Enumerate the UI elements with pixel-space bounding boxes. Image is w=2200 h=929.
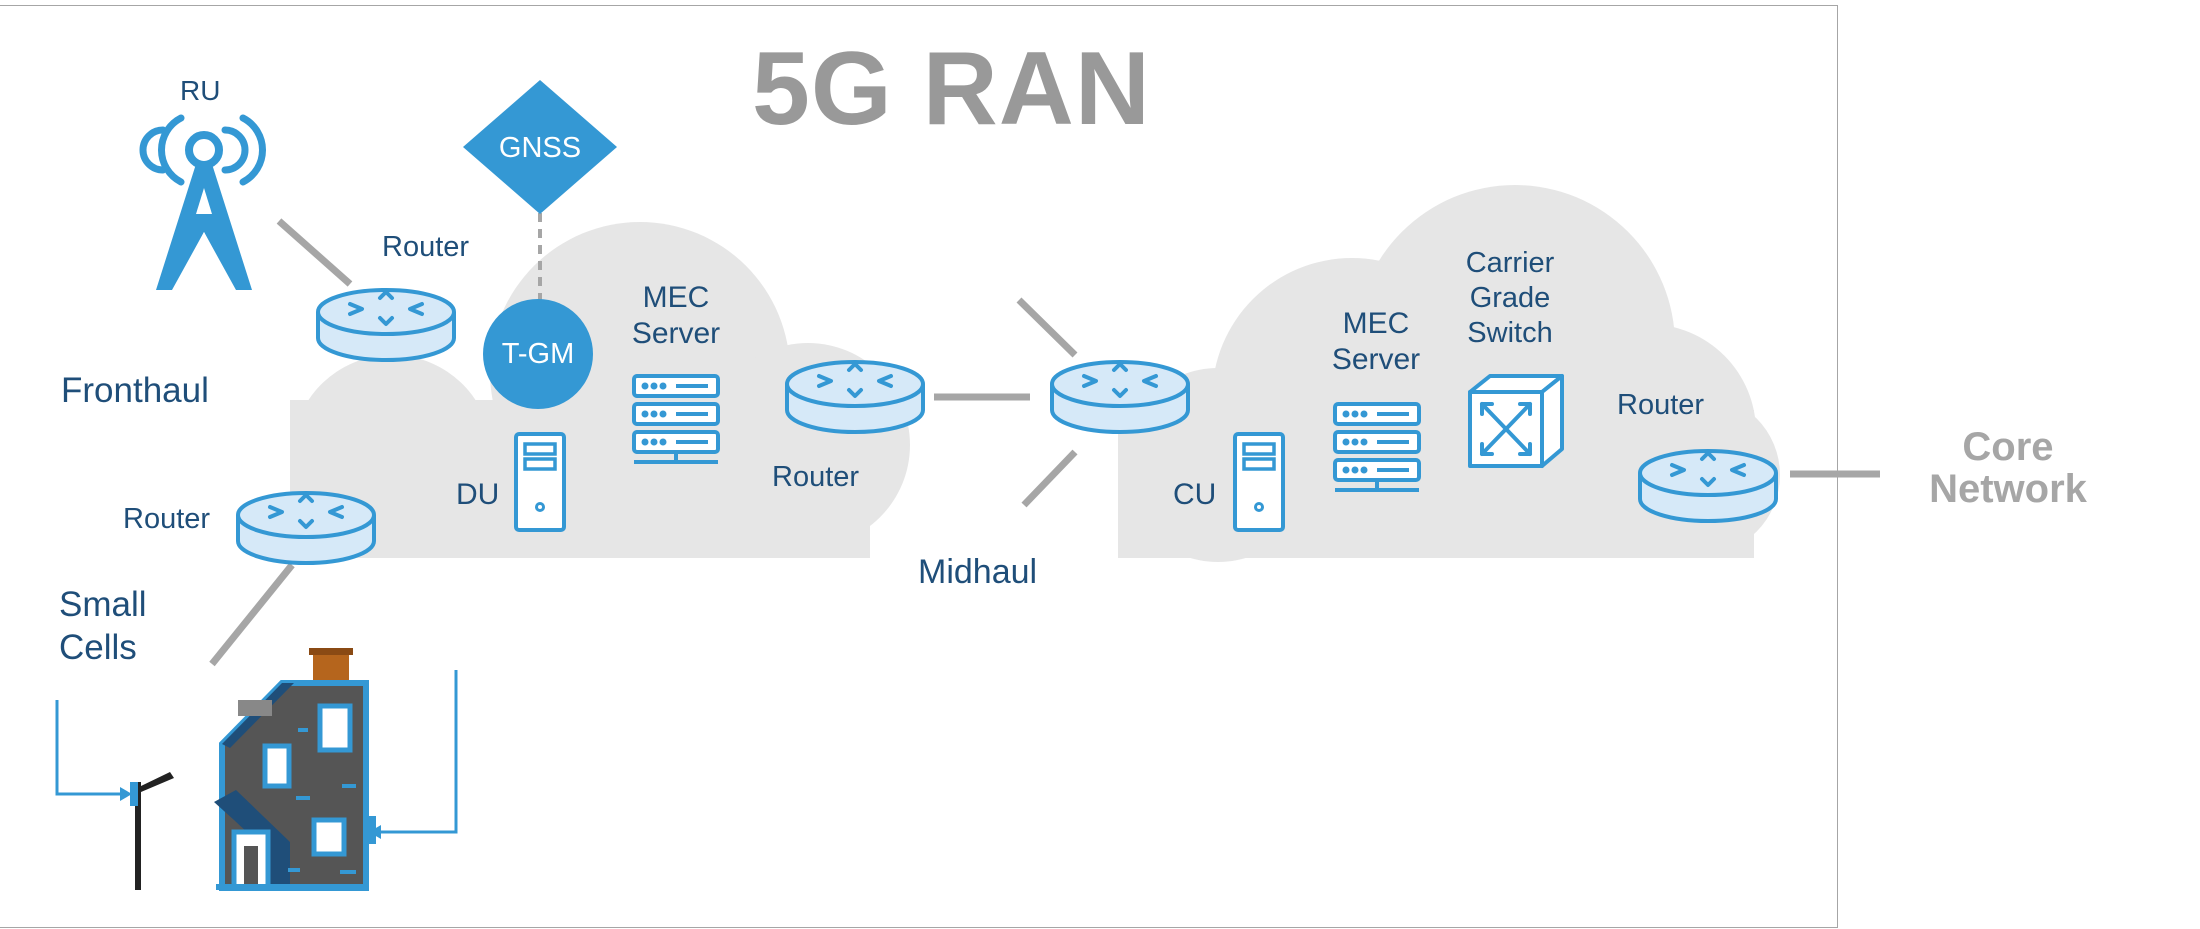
mec-server-label-right: MEC Server (1331, 307, 1421, 376)
gnss-diamond-icon (463, 80, 617, 214)
switch-cube-icon (1468, 374, 1564, 468)
gnss-label: GNSS (498, 132, 582, 164)
core-network-label: Core Network (1929, 425, 2087, 511)
midhaul-branch-down (1021, 449, 1078, 508)
cu-label: CU (1173, 478, 1217, 511)
switch-label: Carrier Grade Switch (1465, 247, 1555, 349)
arrow-head-left (120, 787, 132, 801)
links (209, 218, 1880, 667)
midhaul-branch-up (1016, 297, 1078, 358)
building-icon (214, 648, 376, 891)
mec-server-label-left: MEC Server (631, 281, 721, 350)
router-label-right: Router (1617, 389, 1705, 421)
small-cell-arrows (55, 670, 458, 834)
tgm-circle (483, 299, 593, 409)
ru-router-link (276, 218, 353, 287)
router-label-top: Router (382, 231, 470, 263)
small-cells-label: Small Cells (59, 585, 147, 667)
router-label-mid: Router (772, 461, 860, 493)
ru-label: RU (180, 75, 221, 106)
fronthaul-label: Fronthaul (61, 371, 209, 410)
midhaul-label: Midhaul (918, 553, 1038, 591)
du-label: DU (456, 478, 500, 511)
tgm-label: T-GM (501, 338, 575, 370)
smallcell-router-link (209, 562, 295, 667)
antenna-tower-icon (139, 114, 266, 290)
street-light-icon (130, 772, 174, 890)
page-title: 5G RAN (752, 31, 1151, 147)
router-label-left: Router (123, 503, 211, 535)
